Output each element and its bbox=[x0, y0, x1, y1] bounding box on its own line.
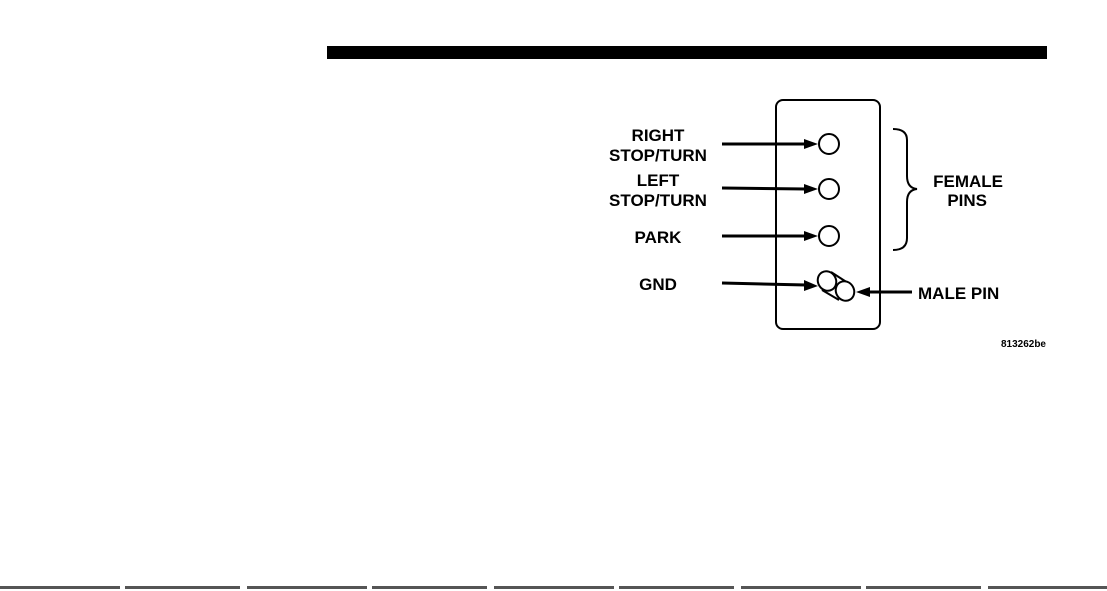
female-pins-brace bbox=[893, 129, 917, 250]
label-right: RIGHT bbox=[632, 126, 686, 145]
label-male-pin: MALE PIN bbox=[918, 284, 999, 303]
female-pin-park bbox=[819, 226, 839, 246]
female-pin-left bbox=[819, 179, 839, 199]
label-stop-turn-2: STOP/TURN bbox=[609, 191, 707, 210]
page-bottom-edge bbox=[0, 586, 1107, 589]
female-pin-right bbox=[819, 134, 839, 154]
label-pins: PINS bbox=[947, 191, 987, 210]
label-park: PARK bbox=[635, 228, 683, 247]
figure-code: 813262be bbox=[1001, 339, 1046, 350]
label-female: FEMALE bbox=[933, 172, 1003, 191]
label-gnd: GND bbox=[639, 275, 677, 294]
label-left: LEFT bbox=[637, 171, 680, 190]
label-stop-turn-1: STOP/TURN bbox=[609, 146, 707, 165]
